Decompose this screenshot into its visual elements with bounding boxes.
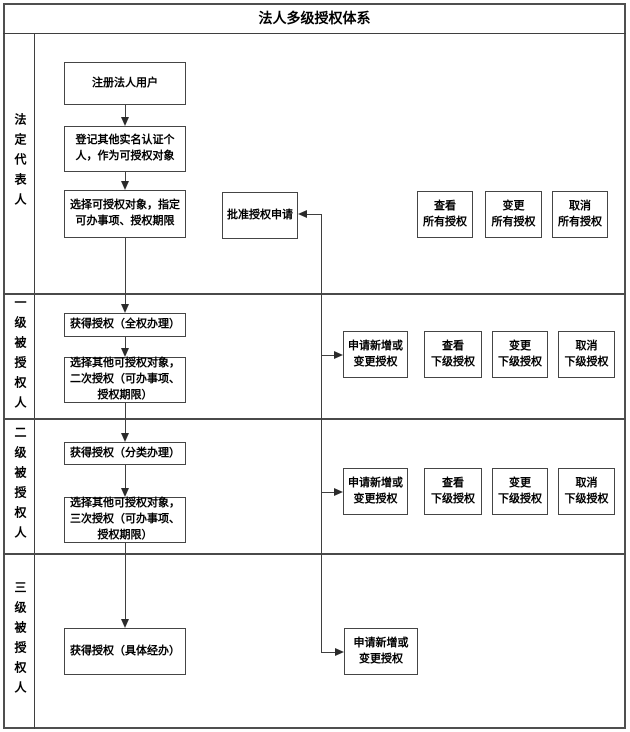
connector-branch-l2-head [334, 351, 343, 359]
flow-arrow-6-line [125, 465, 126, 488]
lane-border-3-4 [3, 553, 626, 555]
flow-arrow-1-head [121, 117, 129, 126]
flow-arrow-5-line [125, 403, 126, 433]
node-apply-new-or-change-auth-l2: 申请新增或 变更授权 [343, 331, 408, 378]
connector-branch-l3-line [321, 492, 335, 493]
flow-arrow-2-head [121, 181, 129, 190]
node-view-all-auth: 查看 所有授权 [417, 191, 473, 238]
lane-label-divider-line [34, 33, 35, 729]
node-cancel-sub-auth-l3: 取消 下级授权 [558, 468, 615, 515]
flow-arrow-3-line [125, 238, 126, 304]
node-apply-new-or-change-auth-l4: 申请新增或 变更授权 [344, 628, 418, 675]
node-change-sub-auth-l3: 变更 下级授权 [492, 468, 548, 515]
diagram-title: 法人多级授权体系 [258, 10, 371, 26]
lane-label-level3-authorizee: 三级被授权人 [13, 580, 27, 701]
flow-arrow-7-head [121, 619, 129, 628]
node-get-auth-category: 获得授权（分类办理） [64, 442, 186, 465]
node-register-individuals: 登记其他实名认证个 人，作为可授权对象 [64, 126, 186, 172]
node-cancel-all-auth: 取消 所有授权 [552, 191, 608, 238]
connector-branch-l4-head [335, 648, 344, 656]
lane-border-1-2 [3, 293, 626, 295]
outer-border [3, 3, 626, 729]
node-view-sub-auth-l3: 查看 下级授权 [424, 468, 482, 515]
flow-arrow-4-line [125, 337, 126, 348]
node-change-all-auth: 变更 所有授权 [485, 191, 542, 238]
lane-label-level1-authorizee: 一级被授权人 [13, 295, 27, 416]
connector-main-line [321, 214, 322, 652]
node-cancel-sub-auth-l2: 取消 下级授权 [558, 331, 615, 378]
connector-branch-l4-line [321, 652, 336, 653]
node-register-legal-user: 注册法人用户 [64, 62, 186, 105]
node-change-sub-auth-l2: 变更 下级授权 [492, 331, 548, 378]
node-apply-new-or-change-auth-l3: 申请新增或 变更授权 [343, 468, 408, 515]
node-get-auth-specific: 获得授权（具体经办） [64, 628, 186, 675]
flow-arrow-3-head [121, 304, 129, 313]
flow-arrow-5-head [121, 433, 129, 442]
connector-to-approve-head [298, 210, 307, 218]
lane-label-legal-representative: 法定代表人 [13, 113, 27, 213]
flow-arrow-2-line [125, 172, 126, 181]
connector-branch-l2-line [321, 355, 335, 356]
node-select-grantee-second-auth: 选择其他可授权对象， 二次授权（可办事项、 授权期限） [64, 357, 186, 403]
node-approve-auth-request: 批准授权申请 [222, 192, 298, 239]
lane-border-2-3 [3, 418, 626, 420]
node-select-grantee-third-auth: 选择其他可授权对象， 三次授权（可办事项、 授权期限） [64, 497, 186, 543]
connector-branch-l3-head [334, 488, 343, 496]
lane-label-level2-authorizee: 二级被授权人 [13, 425, 27, 546]
flow-arrow-4-head [121, 348, 129, 357]
flow-arrow-1-line [125, 105, 126, 117]
node-select-grantee-terms: 选择可授权对象，指定 可办事项、授权期限 [64, 190, 186, 238]
title-separator-line [3, 33, 626, 34]
node-view-sub-auth-l2: 查看 下级授权 [424, 331, 482, 378]
connector-to-approve-line [307, 214, 322, 215]
flow-arrow-7-line [125, 543, 126, 619]
node-get-auth-full: 获得授权（全权办理） [64, 313, 186, 337]
flow-arrow-6-head [121, 488, 129, 497]
